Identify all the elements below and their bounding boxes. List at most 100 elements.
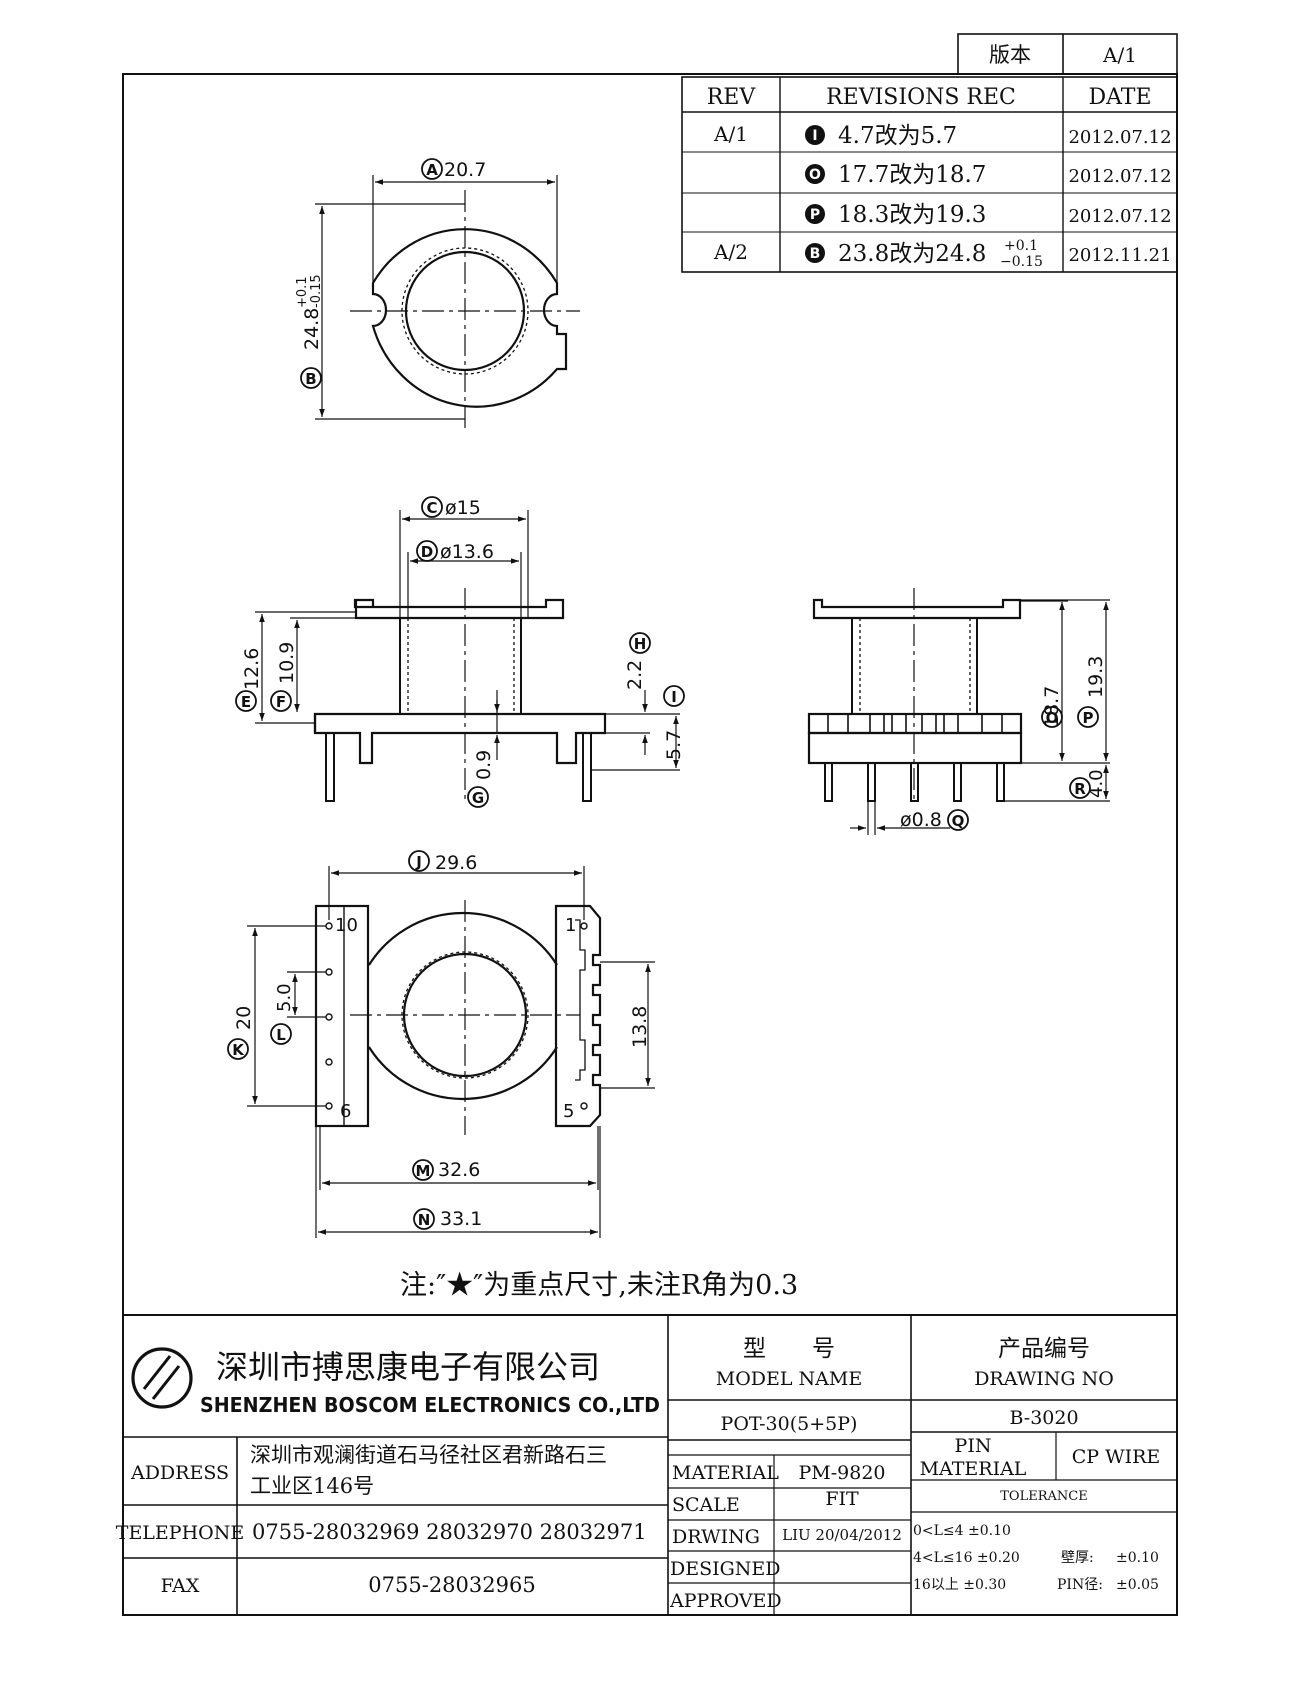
- svg-text:D: D: [421, 543, 433, 561]
- front-view: C ø15 D ø13.6 12.6 E 10.9 F 0.9 G 2.2: [235, 496, 685, 808]
- pin-label-1: 1: [565, 915, 576, 936]
- balloon-j: [408, 850, 430, 872]
- fax-label: FAX: [161, 1575, 200, 1597]
- balloon-letter: I: [812, 128, 817, 144]
- revision-text: 18.3改为19.3: [838, 202, 986, 228]
- dim-b-tol-plus: +0.1: [295, 276, 310, 308]
- pin-label-6: 6: [340, 1101, 351, 1122]
- balloon-c: [421, 496, 443, 518]
- dim-r-value: 4.0: [1086, 769, 1107, 798]
- balloon-p: [1077, 706, 1099, 728]
- revisions-table: REV REVISIONS REC DATE A/1 I 4.7改为5.7 20…: [681, 76, 1178, 273]
- scale-label: SCALE: [672, 1494, 740, 1516]
- balloon-l: [270, 1023, 292, 1045]
- svg-text:H: H: [634, 635, 647, 653]
- balloon-letter: P: [810, 207, 820, 223]
- svg-text:E: E: [241, 693, 251, 711]
- dim-a-value: 20.7: [444, 159, 486, 181]
- drwing-value: LIU 20/04/2012: [782, 1526, 902, 1544]
- svg-text:M: M: [416, 1162, 431, 1180]
- pin-material-value: CP WIRE: [1072, 1446, 1161, 1468]
- svg-text:B: B: [305, 370, 316, 388]
- svg-text:Q: Q: [952, 812, 965, 830]
- balloon-marker: [805, 243, 825, 263]
- tolerance-label: TOLERANCE: [1000, 1489, 1087, 1504]
- fax-value: 0755-28032965: [368, 1573, 535, 1597]
- rev-cell: A/2: [713, 240, 748, 264]
- svg-text:I: I: [671, 688, 677, 706]
- svg-text:C: C: [426, 499, 437, 517]
- svg-text:F: F: [276, 693, 286, 711]
- svg-text:N: N: [418, 1211, 431, 1229]
- svg-text:P: P: [1083, 709, 1094, 727]
- company-logo: [131, 1347, 193, 1409]
- version-value: A/1: [1102, 43, 1137, 67]
- rec-header: REVISIONS REC: [826, 85, 1016, 110]
- pin-label-5: 5: [563, 1101, 574, 1122]
- dim-m-value: 32.6: [438, 1159, 480, 1181]
- revision-text: 4.7改为5.7: [838, 123, 957, 149]
- tolerance-plus: +0.1: [1004, 238, 1038, 254]
- approved-label: APPROVED: [669, 1590, 782, 1612]
- dim-n-value: 33.1: [440, 1208, 482, 1230]
- revision-text: 23.8改为24.8: [838, 241, 986, 267]
- tolerance-line-2: 4<L≤16 ±0.20: [913, 1550, 1020, 1566]
- dim-q-value: ø0.8: [900, 809, 942, 831]
- telephone-label: TELEPHONE: [116, 1522, 244, 1544]
- wall-thickness-value: ±0.10: [1116, 1550, 1159, 1566]
- dim-p-value: 19.3: [1085, 656, 1107, 698]
- pin-material-label-1: PIN: [955, 1435, 992, 1457]
- model-label-cn: 型 号: [743, 1336, 835, 1362]
- drawing-value: B-3020: [1009, 1407, 1078, 1429]
- balloon-marker: [805, 125, 825, 145]
- drawing-note: 注:″★″为重点尺寸,未注R角为0.3: [400, 1270, 798, 1301]
- date-cell: 2012.07.12: [1068, 166, 1171, 187]
- balloon-h: [629, 632, 651, 654]
- wall-thickness-label: 壁厚:: [1061, 1550, 1094, 1566]
- balloon-e: [235, 690, 257, 712]
- svg-text:J: J: [415, 853, 422, 871]
- address-line-1: 深圳市观澜街道石马径社区君新路石三: [250, 1443, 607, 1467]
- dim-i-value: 5.7: [663, 730, 685, 760]
- pin-label-10: 10: [335, 915, 358, 936]
- balloon-d: [416, 540, 438, 562]
- balloon-o: [1041, 706, 1063, 728]
- balloon-i: [663, 685, 685, 707]
- version-label: 版本: [989, 43, 1031, 67]
- balloon-b: [300, 367, 322, 389]
- pin-diameter-label: PIN径:: [1057, 1577, 1103, 1593]
- svg-text:G: G: [472, 789, 484, 807]
- dim-l-value: 5.0: [274, 983, 295, 1012]
- version-box: 版本 A/1: [957, 33, 1178, 75]
- tolerance-line-3: 16以上 ±0.30: [913, 1577, 1006, 1593]
- pin-diameter-value: ±0.05: [1116, 1577, 1159, 1593]
- drwing-label: DRWING: [672, 1526, 760, 1548]
- balloon-marker: [805, 164, 825, 184]
- address-label: ADDRESS: [130, 1462, 229, 1484]
- sheet-border: [122, 73, 1178, 1616]
- svg-text:O: O: [1046, 709, 1059, 727]
- company-name-cn: 深圳市搏思康电子有限公司: [216, 1348, 600, 1386]
- dim-g-value: 0.9: [473, 750, 495, 780]
- drawing-label-cn: 产品编号: [998, 1336, 1090, 1362]
- balloon-marker: [805, 204, 825, 224]
- dim-e-value: 12.6: [241, 648, 263, 690]
- material-label: MATERIAL: [672, 1462, 779, 1484]
- balloon-letter: B: [810, 246, 821, 262]
- designed-label: DESIGNED: [670, 1558, 781, 1580]
- svg-text:A: A: [426, 161, 438, 179]
- top-view: A 20.7 24.8 +0.1 -0.15 B: [295, 158, 580, 432]
- dim-c-value: ø15: [445, 497, 481, 519]
- tolerance-line-1: 0<L≤4 ±0.10: [913, 1523, 1011, 1539]
- drawing-label-en: DRAWING NO: [974, 1368, 1114, 1390]
- material-value: PM-9820: [798, 1462, 885, 1484]
- balloon-g: [467, 786, 489, 808]
- flange-outline: [371, 228, 568, 408]
- svg-text:L: L: [276, 1026, 286, 1044]
- dim-k-value: 20: [233, 1006, 255, 1030]
- balloon-q: [947, 809, 969, 831]
- balloon-k: [227, 1038, 249, 1060]
- rev-cell: A/1: [713, 122, 748, 146]
- tolerance-minus: −0.15: [1000, 254, 1043, 270]
- balloon-letter: O: [809, 167, 821, 183]
